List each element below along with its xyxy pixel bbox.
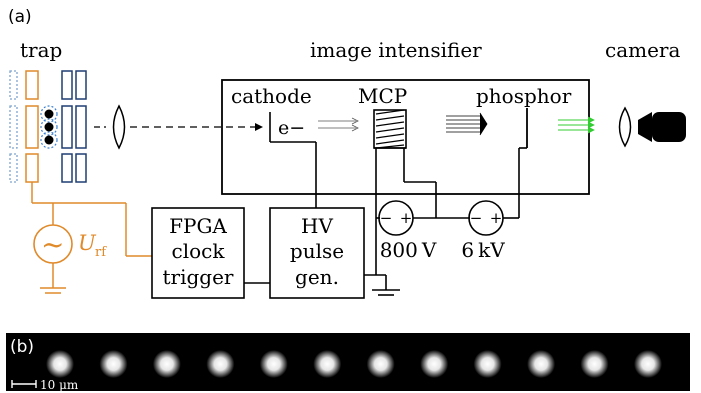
electrode-dotted-top bbox=[9, 70, 18, 100]
hv-line-2: pulse bbox=[290, 239, 344, 263]
fpga-line-3: trigger bbox=[163, 265, 234, 289]
ion-image-spot bbox=[366, 350, 395, 378]
camera-icon bbox=[638, 112, 686, 142]
phosphor-light-arrows bbox=[558, 116, 595, 134]
electrode-blue-bottom-2 bbox=[75, 153, 87, 183]
fpga-box bbox=[151, 207, 245, 299]
ion-image-spot bbox=[46, 350, 74, 378]
supply2-voltage: 6 kV bbox=[461, 238, 505, 262]
lens-icon bbox=[618, 106, 632, 148]
trap-electrodes bbox=[9, 70, 87, 183]
ion bbox=[44, 135, 54, 145]
rf-electrode-top bbox=[25, 70, 39, 100]
fpga-line-2: clock bbox=[172, 239, 226, 263]
ac-source-icon bbox=[33, 224, 73, 264]
ion-image-spot bbox=[313, 350, 342, 378]
ion-image-spot bbox=[420, 350, 449, 378]
ion bbox=[44, 109, 54, 119]
electrode-dotted-bottom bbox=[9, 153, 18, 183]
phosphor-label: phosphor bbox=[476, 84, 572, 108]
electrode-blue-middle-1 bbox=[61, 105, 73, 149]
amplified-electron-arrows bbox=[446, 112, 488, 136]
electrode-blue-top-1 bbox=[61, 70, 73, 100]
ion bbox=[44, 122, 54, 132]
fpga-line-1: FPGA bbox=[169, 214, 227, 238]
supply1-plus: + bbox=[400, 209, 413, 227]
rf-voltage-subscript: rf bbox=[95, 245, 107, 260]
hv-line-3: gen. bbox=[295, 265, 339, 289]
trap-label: trap bbox=[20, 38, 62, 62]
ion-image-spot bbox=[206, 350, 235, 378]
ion-image-spot bbox=[99, 350, 128, 378]
rf-electrode-bottom bbox=[25, 153, 39, 183]
hv-pulse-generator-box bbox=[269, 207, 365, 299]
image-intensifier-label: image intensifier bbox=[310, 38, 482, 62]
ion-image-spot bbox=[580, 350, 609, 378]
image-intensifier-box bbox=[221, 79, 590, 195]
ground-icon bbox=[372, 289, 400, 296]
panel-b-label: (b) bbox=[10, 337, 34, 357]
electrode-blue-middle-2 bbox=[75, 105, 87, 149]
ion-glow bbox=[40, 105, 58, 123]
ion-image-spot bbox=[152, 350, 181, 378]
scale-bar-label: 10 μm bbox=[40, 378, 79, 392]
supply2-plus: + bbox=[490, 209, 503, 227]
camera-label: camera bbox=[605, 38, 680, 62]
rf-electrode-middle bbox=[25, 105, 39, 149]
supply1-voltage: 800 V bbox=[380, 238, 437, 262]
mcp-plates bbox=[373, 109, 437, 275]
ion-glow bbox=[40, 118, 58, 136]
electrode-dotted-middle bbox=[9, 105, 18, 149]
ion-image-spot bbox=[527, 350, 556, 378]
panel-a-label: (a) bbox=[8, 7, 32, 27]
cathode-label: cathode bbox=[231, 84, 312, 108]
electron-beam-arrows bbox=[318, 117, 359, 132]
ac-source-symbol: ~ bbox=[41, 228, 64, 261]
electron-label: e− bbox=[278, 117, 305, 139]
mcp-label: MCP bbox=[358, 84, 407, 108]
hv-line-1: HV bbox=[301, 214, 333, 238]
electrode-blue-top-2 bbox=[75, 70, 87, 100]
scale-bar bbox=[11, 380, 37, 388]
supply1-minus: − bbox=[380, 209, 393, 227]
rf-voltage-label: U bbox=[78, 231, 97, 255]
ion-image-spot bbox=[473, 350, 502, 378]
ion-glow bbox=[40, 131, 58, 149]
supply2-minus: − bbox=[470, 209, 483, 227]
ion-image-spot bbox=[259, 350, 288, 378]
electrode-blue-bottom-1 bbox=[61, 153, 73, 183]
rf-wiring bbox=[31, 182, 152, 294]
trapped-ions bbox=[40, 105, 58, 149]
ion-image-spot bbox=[634, 350, 662, 378]
ion-image-spots bbox=[46, 350, 662, 378]
lens-icon bbox=[112, 104, 126, 150]
